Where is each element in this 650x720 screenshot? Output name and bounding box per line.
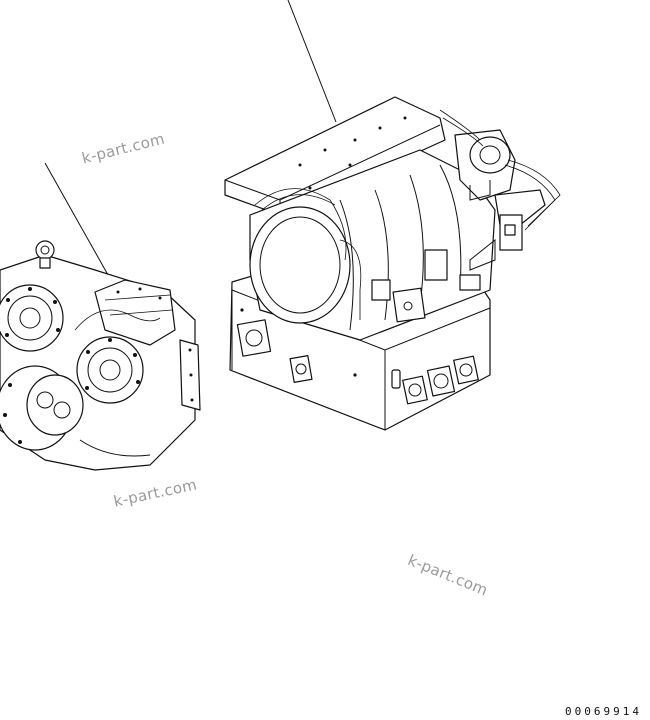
leader-line-right-assembly [287,0,337,123]
main-assembly-right [224,96,561,431]
leader-line-left-assembly [44,162,113,283]
drawing-code: 00069914 [565,705,642,718]
transmission-assembly-left [0,240,201,471]
